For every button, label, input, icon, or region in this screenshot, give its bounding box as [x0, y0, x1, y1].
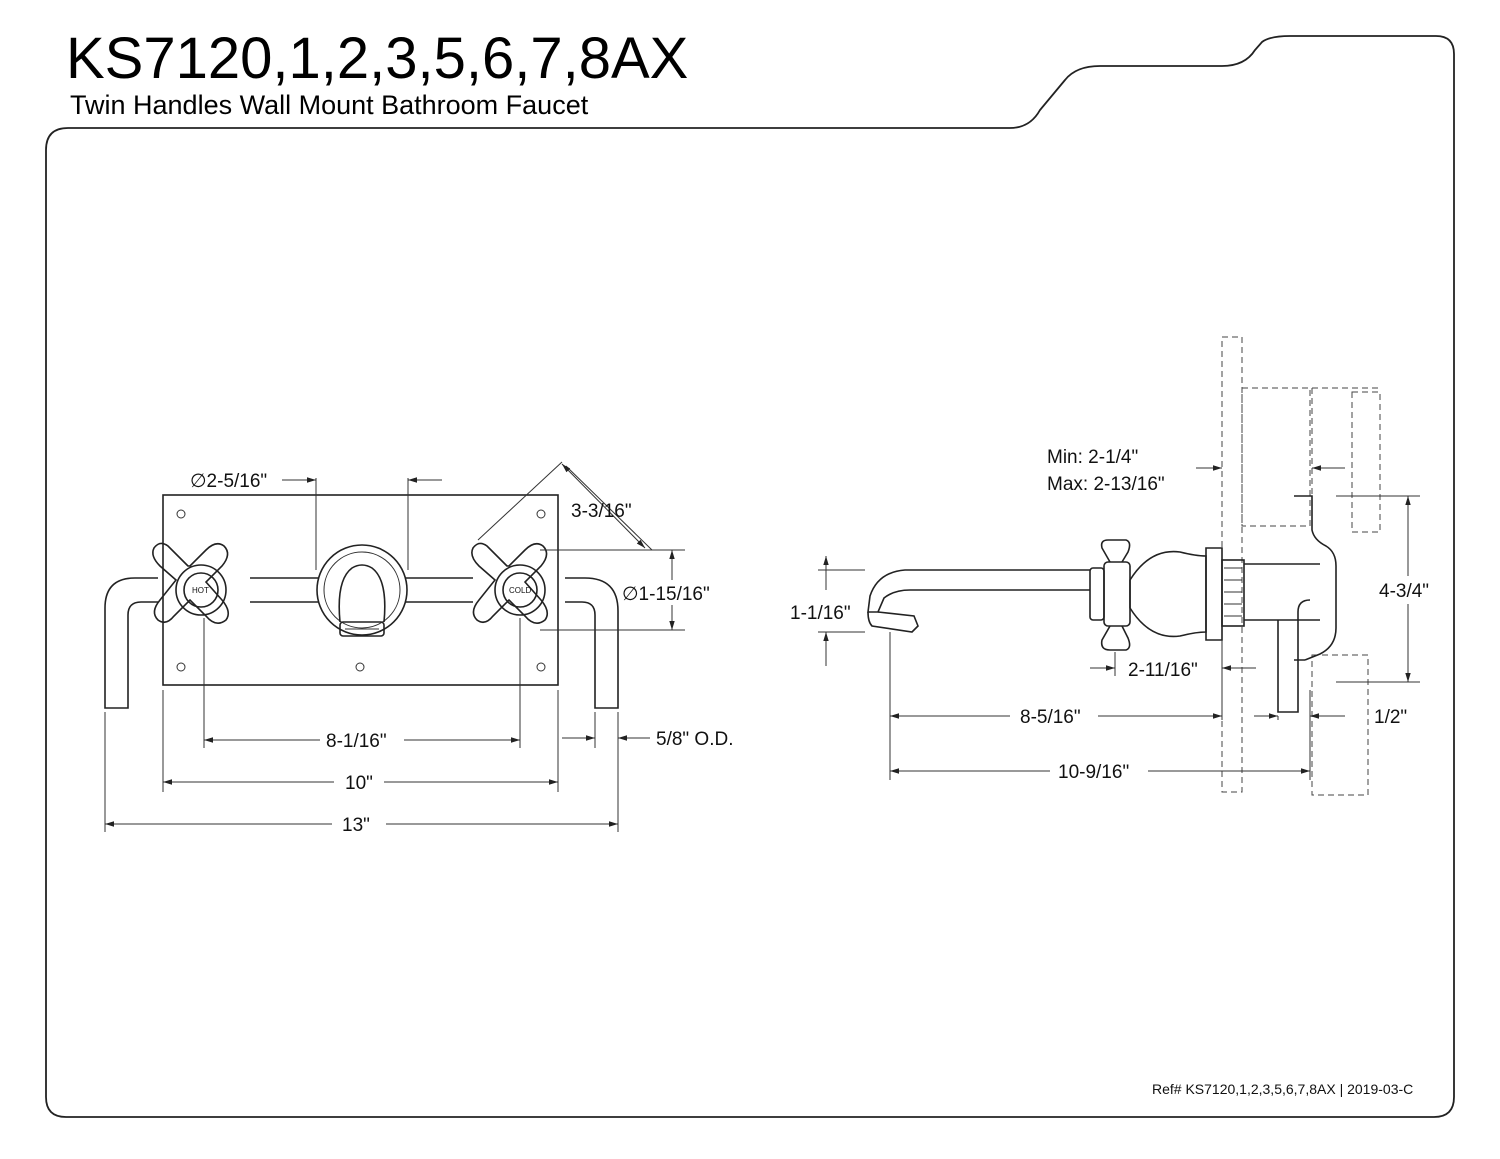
- outlet-pipe: [1277, 599, 1311, 713]
- hot-label: HOT: [192, 586, 209, 595]
- plate-screw: [176, 662, 186, 672]
- dim-overall-reach: 10-9/16": [1058, 762, 1129, 783]
- wall-plate: [162, 494, 559, 686]
- dim-valve-height: 4-3/4": [1379, 581, 1429, 602]
- drawing-frame: [45, 35, 1455, 1118]
- dim-overall-width: 13": [342, 815, 370, 836]
- spout-escutcheon: [316, 544, 408, 636]
- spout-body: [338, 564, 386, 623]
- dim-spout-height: 1-1/16": [790, 603, 851, 624]
- side-spout-tip: [867, 611, 919, 633]
- dim-spout-reach: 8-5/16": [1020, 707, 1081, 728]
- hot-cap: [183, 572, 219, 608]
- dim-tube-od: 5/8" O.D.: [656, 729, 734, 750]
- hot-handle: HOT: [152, 542, 230, 624]
- side-spout: [867, 569, 1090, 613]
- plate-screw: [355, 662, 365, 672]
- plate-screw: [536, 509, 546, 519]
- right-tube: [565, 577, 619, 709]
- left-tube: [104, 577, 158, 709]
- front-view: HOT COLD: [104, 461, 734, 836]
- mounting-bracket: [1304, 495, 1337, 661]
- side-handle-cross: [1100, 539, 1131, 563]
- reference-number: Ref# KS7120,1,2,3,5,6,7,8AX | 2019-03-C: [1152, 1081, 1413, 1097]
- dim-wall-min: Min: 2-1/4": [1047, 447, 1138, 468]
- side-handle-base: [1129, 550, 1207, 638]
- plate-screw: [176, 509, 186, 519]
- page-title: KS7120,1,2,3,5,6,7,8AX: [66, 26, 688, 91]
- dim-outlet: 1/2": [1374, 707, 1407, 728]
- dim-plate-width: 10": [345, 773, 373, 794]
- dim-handle-spacing: 8-1/16": [326, 731, 387, 752]
- valve-body-dashed: [1241, 387, 1311, 527]
- dim-handle-diagonal: 3-3/16": [571, 501, 632, 522]
- cold-label: COLD: [509, 586, 531, 595]
- wall-section: [1221, 336, 1243, 793]
- page-subtitle: Twin Handles Wall Mount Bathroom Faucet: [70, 90, 589, 120]
- side-view: Min: 2-1/4" Max: 2-13/16" 1-1/16" 2-11/1…: [790, 336, 1429, 796]
- dim-wall-max: Max: 2-13/16": [1047, 474, 1165, 495]
- cold-handle: COLD: [471, 542, 549, 624]
- dim-spout-diameter: ∅2-5/16": [190, 471, 267, 492]
- cold-cap: [502, 572, 538, 608]
- dim-handle-offset: 2-11/16": [1128, 660, 1198, 681]
- plate-screw: [536, 662, 546, 672]
- dim-handle-diameter: ∅1-15/16": [622, 584, 710, 605]
- spout-aerator: [339, 621, 385, 637]
